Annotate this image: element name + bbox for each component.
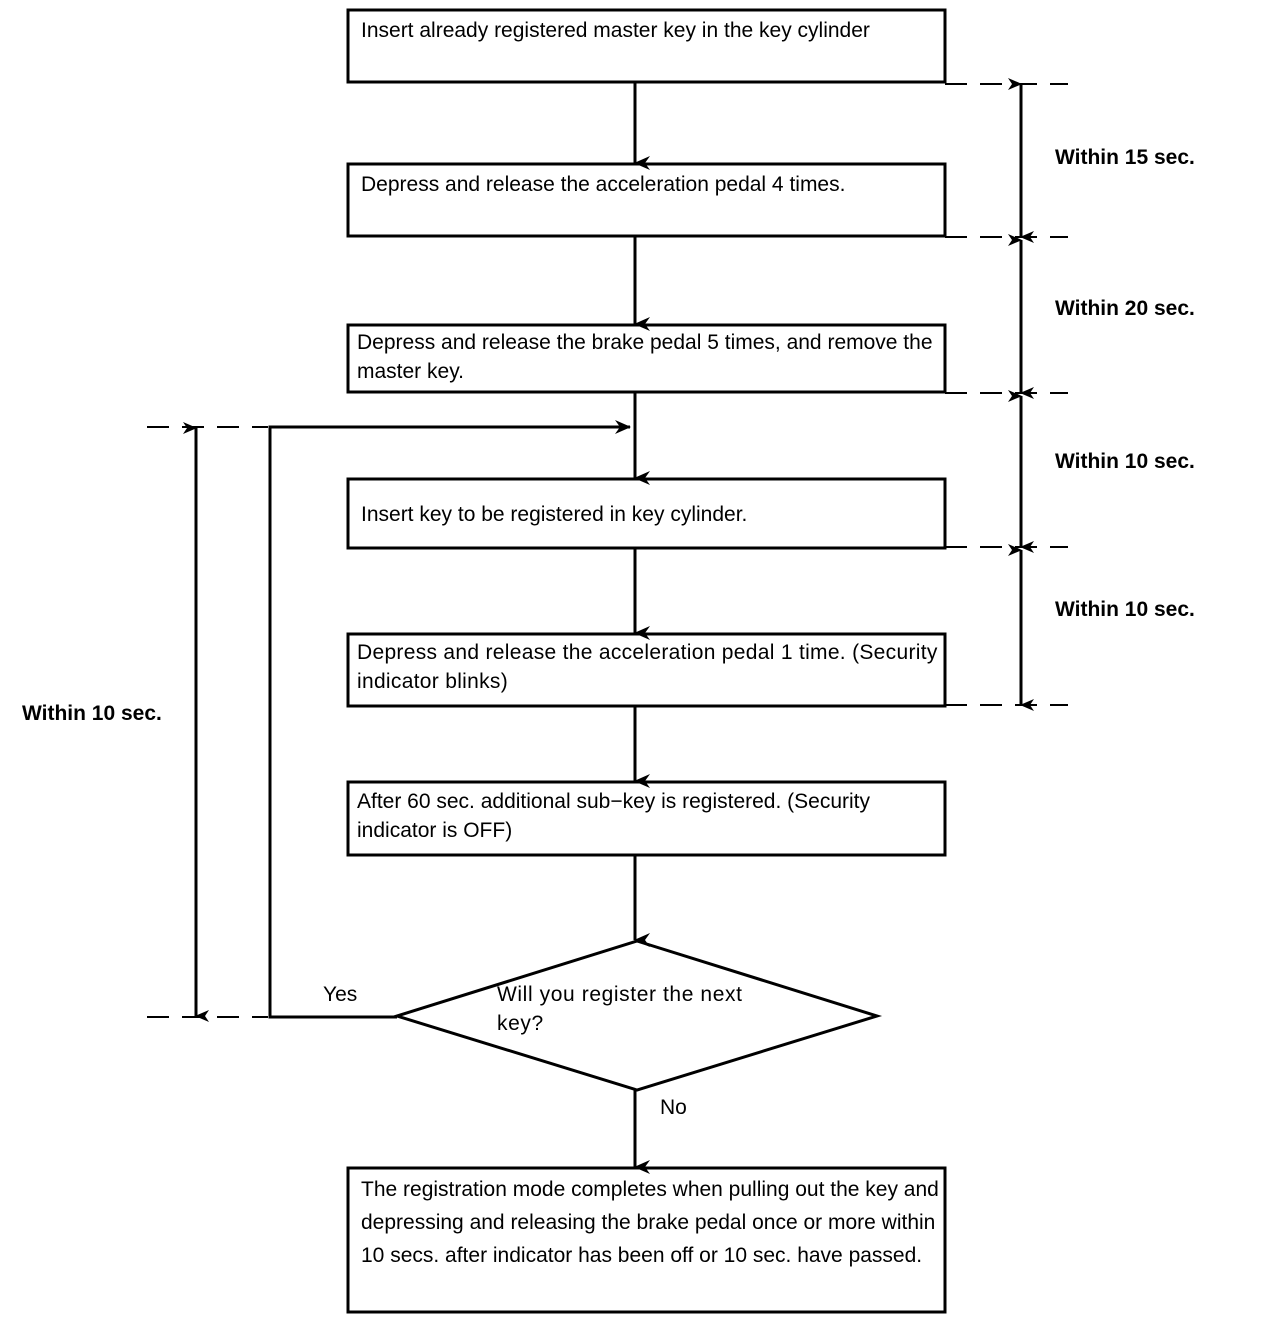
node-step6-label: After 60 sec. additional sub−key is regi… <box>357 790 871 842</box>
timing-label-within-20-sec: Within 20 sec. <box>1055 297 1195 320</box>
node-step1-box <box>346 8 947 84</box>
node-step2-box <box>346 162 947 238</box>
node-step2-label: Depress and release the acceleration ped… <box>361 173 846 196</box>
timing-label-within-10-sec-a: Within 10 sec. <box>1055 450 1195 473</box>
node-decision-label: Will you register the next key? <box>497 983 743 1035</box>
branch-label-no: No <box>660 1096 687 1119</box>
node-step5-box <box>346 632 947 708</box>
connector-yes-loopback <box>268 420 631 1019</box>
node-step7-box <box>346 1166 947 1314</box>
node-step4-box <box>346 477 947 550</box>
node-step1-label: Insert already registered master key in … <box>361 19 870 42</box>
node-decision-diamond <box>391 939 883 1092</box>
timing-label-within-15-sec: Within 15 sec. <box>1055 146 1195 169</box>
node-step3-label: Depress and release the brake pedal 5 ti… <box>357 331 933 383</box>
node-step7-label: The registration mode completes when pul… <box>361 1178 939 1267</box>
timing-label-within-10-sec-b: Within 10 sec. <box>1055 598 1195 621</box>
node-step6-box <box>346 780 947 857</box>
branch-label-yes: Yes <box>323 983 358 1006</box>
node-step4-label: Insert key to be registered in key cylin… <box>361 503 748 526</box>
node-step5-label: Depress and release the acceleration ped… <box>357 641 938 693</box>
timing-label-within-10-sec-c: Within 10 sec. <box>22 702 162 725</box>
